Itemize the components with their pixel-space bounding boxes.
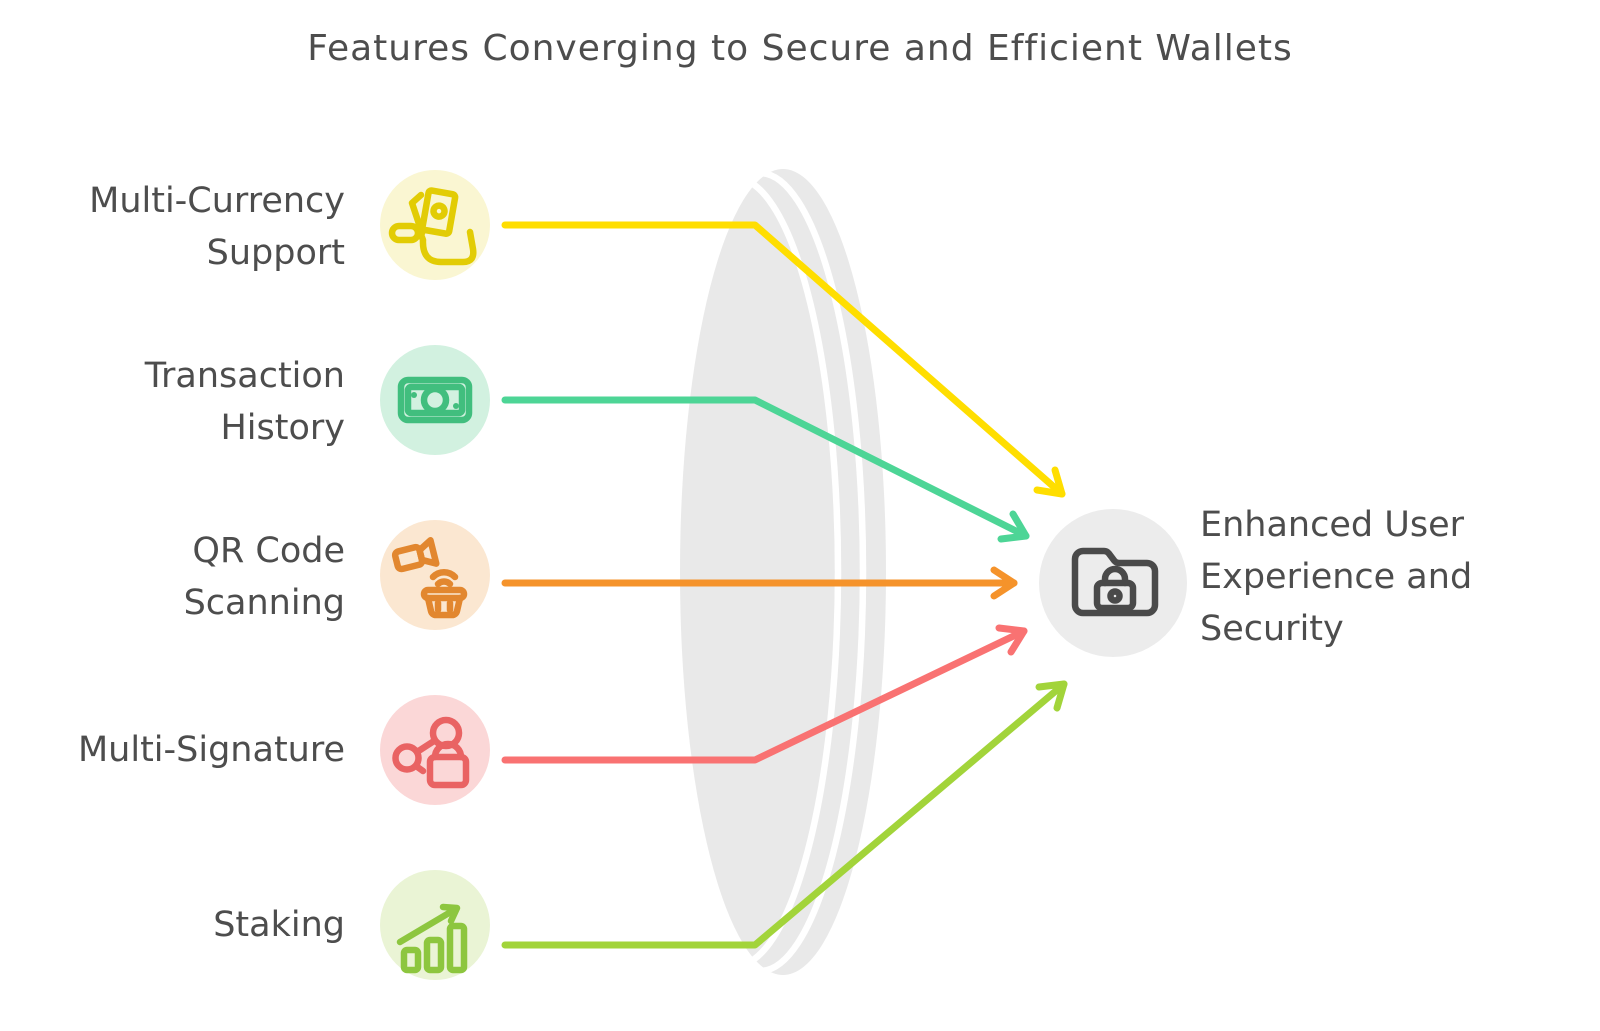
banknote-icon xyxy=(397,376,473,424)
lens-disk xyxy=(628,169,886,975)
lens-highlight-arc xyxy=(628,174,842,970)
lens-highlight-arc xyxy=(653,169,867,975)
scan-basket-icon xyxy=(391,537,468,619)
arrow-shaft xyxy=(501,680,1068,949)
arrowhead-icon xyxy=(997,510,1030,543)
lens-ellipse xyxy=(680,169,886,975)
folder-lock-icon xyxy=(1071,547,1159,617)
arrowhead-icon xyxy=(990,566,1018,600)
feature-label-staking: Staking xyxy=(213,905,345,945)
arrowhead-icon xyxy=(995,624,1028,656)
feature-label-qr-code: QR Code Scanning xyxy=(183,531,345,623)
growth-chart-icon xyxy=(396,903,468,974)
badge-staking xyxy=(380,870,490,980)
badge-transaction-history xyxy=(380,345,490,455)
arrow-shaft xyxy=(501,627,1028,764)
arrow-shaft xyxy=(501,396,1030,540)
arrow-multi-signature xyxy=(501,624,1028,764)
page-title: Features Converging to Secure and Effici… xyxy=(307,28,1293,69)
badge-multi-currency xyxy=(380,170,490,280)
arrow-shaft xyxy=(501,221,1066,498)
banknote-dot xyxy=(411,392,417,398)
arrowhead-icon xyxy=(1033,466,1066,498)
badge-circle xyxy=(380,170,490,280)
outcome-label: Enhanced User Experience and Security xyxy=(1200,505,1473,649)
arrow-qr-code xyxy=(501,566,1018,600)
feature-label-transaction-history: Transaction History xyxy=(144,356,345,448)
badge-qr-code xyxy=(380,520,490,630)
arrow-staking xyxy=(501,680,1068,949)
arrowhead-icon xyxy=(1035,680,1068,712)
badge-multi-signature xyxy=(380,695,490,805)
arrow-transaction-history xyxy=(501,396,1030,543)
badge-circle xyxy=(380,345,490,455)
share-lock-icon xyxy=(392,716,470,789)
badge-outcome xyxy=(1039,509,1187,657)
money-hand-icon xyxy=(388,187,477,266)
feature-label-multi-currency: Multi-Currency Support xyxy=(89,181,345,273)
arrow-multi-currency xyxy=(501,221,1066,498)
banknote-dot xyxy=(453,403,459,409)
feature-label-multi-signature: Multi-Signature xyxy=(77,730,345,770)
